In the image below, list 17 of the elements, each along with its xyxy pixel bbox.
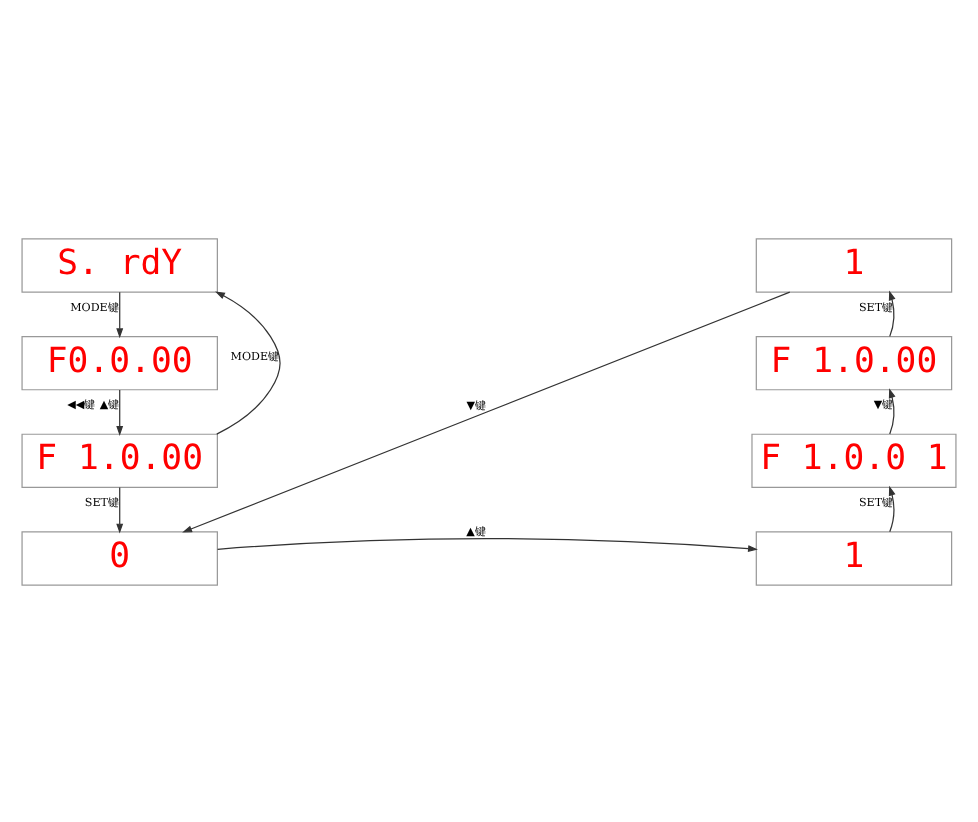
arrow xyxy=(116,485,124,533)
arrow xyxy=(888,289,896,336)
node-box: S. rdY xyxy=(21,237,218,292)
arrow xyxy=(116,290,124,338)
arrow xyxy=(215,290,281,434)
node-box: F 1.0.00 xyxy=(755,335,953,390)
arrow xyxy=(182,290,791,532)
arrow xyxy=(888,484,896,532)
node-box: F 1.0.0 1 xyxy=(751,432,957,487)
arrow xyxy=(216,536,758,552)
node-box: F0.0.00 xyxy=(21,335,218,390)
node-box: 0 xyxy=(21,530,218,585)
node-box: 1 xyxy=(755,237,953,292)
node-box: F 1.0.00 xyxy=(21,432,218,487)
node-box: 1 xyxy=(755,530,953,585)
arrow xyxy=(116,388,124,435)
arrow xyxy=(888,387,896,434)
